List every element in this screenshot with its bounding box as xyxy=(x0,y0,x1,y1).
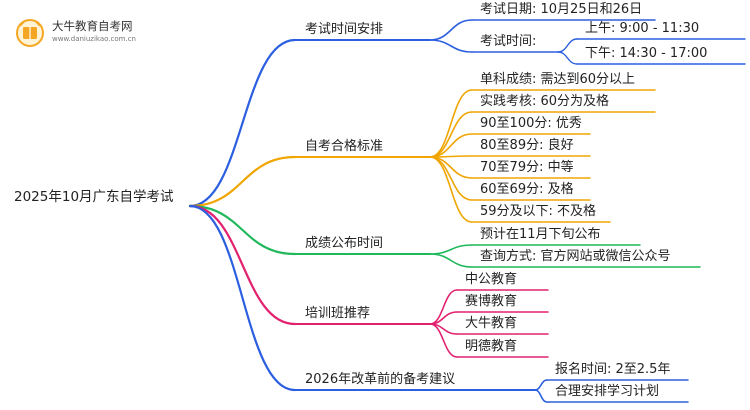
branch-node: 自考合格标准 xyxy=(305,139,384,154)
leaf-node: 赛博教育 xyxy=(465,294,518,309)
mindmap-edge xyxy=(188,38,297,208)
mindmap-edge xyxy=(429,156,473,223)
leaf-node: 中公教育 xyxy=(465,272,518,287)
leaf-node: 60至69分: 及格 xyxy=(480,182,574,197)
mindmap-edge xyxy=(429,133,473,158)
mindmap-edge xyxy=(188,204,297,392)
logo-title: 大牛教育自考网 xyxy=(52,19,133,33)
mindmap-edge xyxy=(534,379,548,391)
mindmap-edge xyxy=(188,204,297,256)
leaf-node: 明德教育 xyxy=(465,339,518,354)
mindmap-edge xyxy=(429,244,473,255)
leaf-node: 70至79分: 中等 xyxy=(480,160,574,175)
mindmap-edge xyxy=(429,253,473,268)
mindmap-edge xyxy=(188,155,297,208)
root-node: 2025年10月广东自学考试 xyxy=(14,189,174,205)
mindmap-edge xyxy=(429,39,473,53)
mindmap-edge xyxy=(429,156,473,201)
logo-badge-icon xyxy=(16,19,44,47)
leaf-node: 实践考核: 60分为及格 xyxy=(480,94,610,109)
branch-node: 2026年改革前的备考建议 xyxy=(305,372,456,387)
branch-node: 培训班推荐 xyxy=(305,306,371,321)
mindmap-edge xyxy=(534,389,548,403)
leaf-node: 单科成绩: 需达到60分以上 xyxy=(480,72,636,87)
leaf-node: 报名时间: 2至2.5年 xyxy=(555,362,671,377)
leaf-node: 90至100分: 优秀 xyxy=(480,116,582,131)
leaf-node: 查询方式: 官方网站或微信公众号 xyxy=(480,249,671,264)
leaf-node: 预计在11月下旬公布 xyxy=(480,227,601,242)
logo-url: www.daniuzikao.com.cn xyxy=(52,35,136,43)
mindmap-edge xyxy=(557,38,578,53)
branch-node: 成绩公布时间 xyxy=(305,236,384,251)
branch-node: 考试时间安排 xyxy=(305,22,384,37)
mindmap-edge xyxy=(429,323,458,358)
sub-leaf-node: 下午: 14:30 - 17:00 xyxy=(585,46,708,61)
leaf-node: 80至89分: 良好 xyxy=(480,138,574,153)
logo: 大牛教育自考网 www.daniuzikao.com.cn xyxy=(14,16,164,52)
leaf-node: 考试时间: xyxy=(480,34,537,49)
mindmap-edge xyxy=(429,89,473,158)
leaf-node: 59分及以下: 不及格 xyxy=(480,204,597,219)
leaf-node: 大牛教育 xyxy=(465,316,518,331)
mindmap-edge xyxy=(188,204,297,326)
leaf-node: 考试日期: 10月25日和26日 xyxy=(480,2,643,17)
sub-leaf-node: 上午: 9:00 - 11:30 xyxy=(585,21,700,36)
mindmap-edge xyxy=(557,51,578,65)
mindmap-edge xyxy=(429,19,473,41)
leaf-node: 合理安排学习计划 xyxy=(555,384,660,399)
